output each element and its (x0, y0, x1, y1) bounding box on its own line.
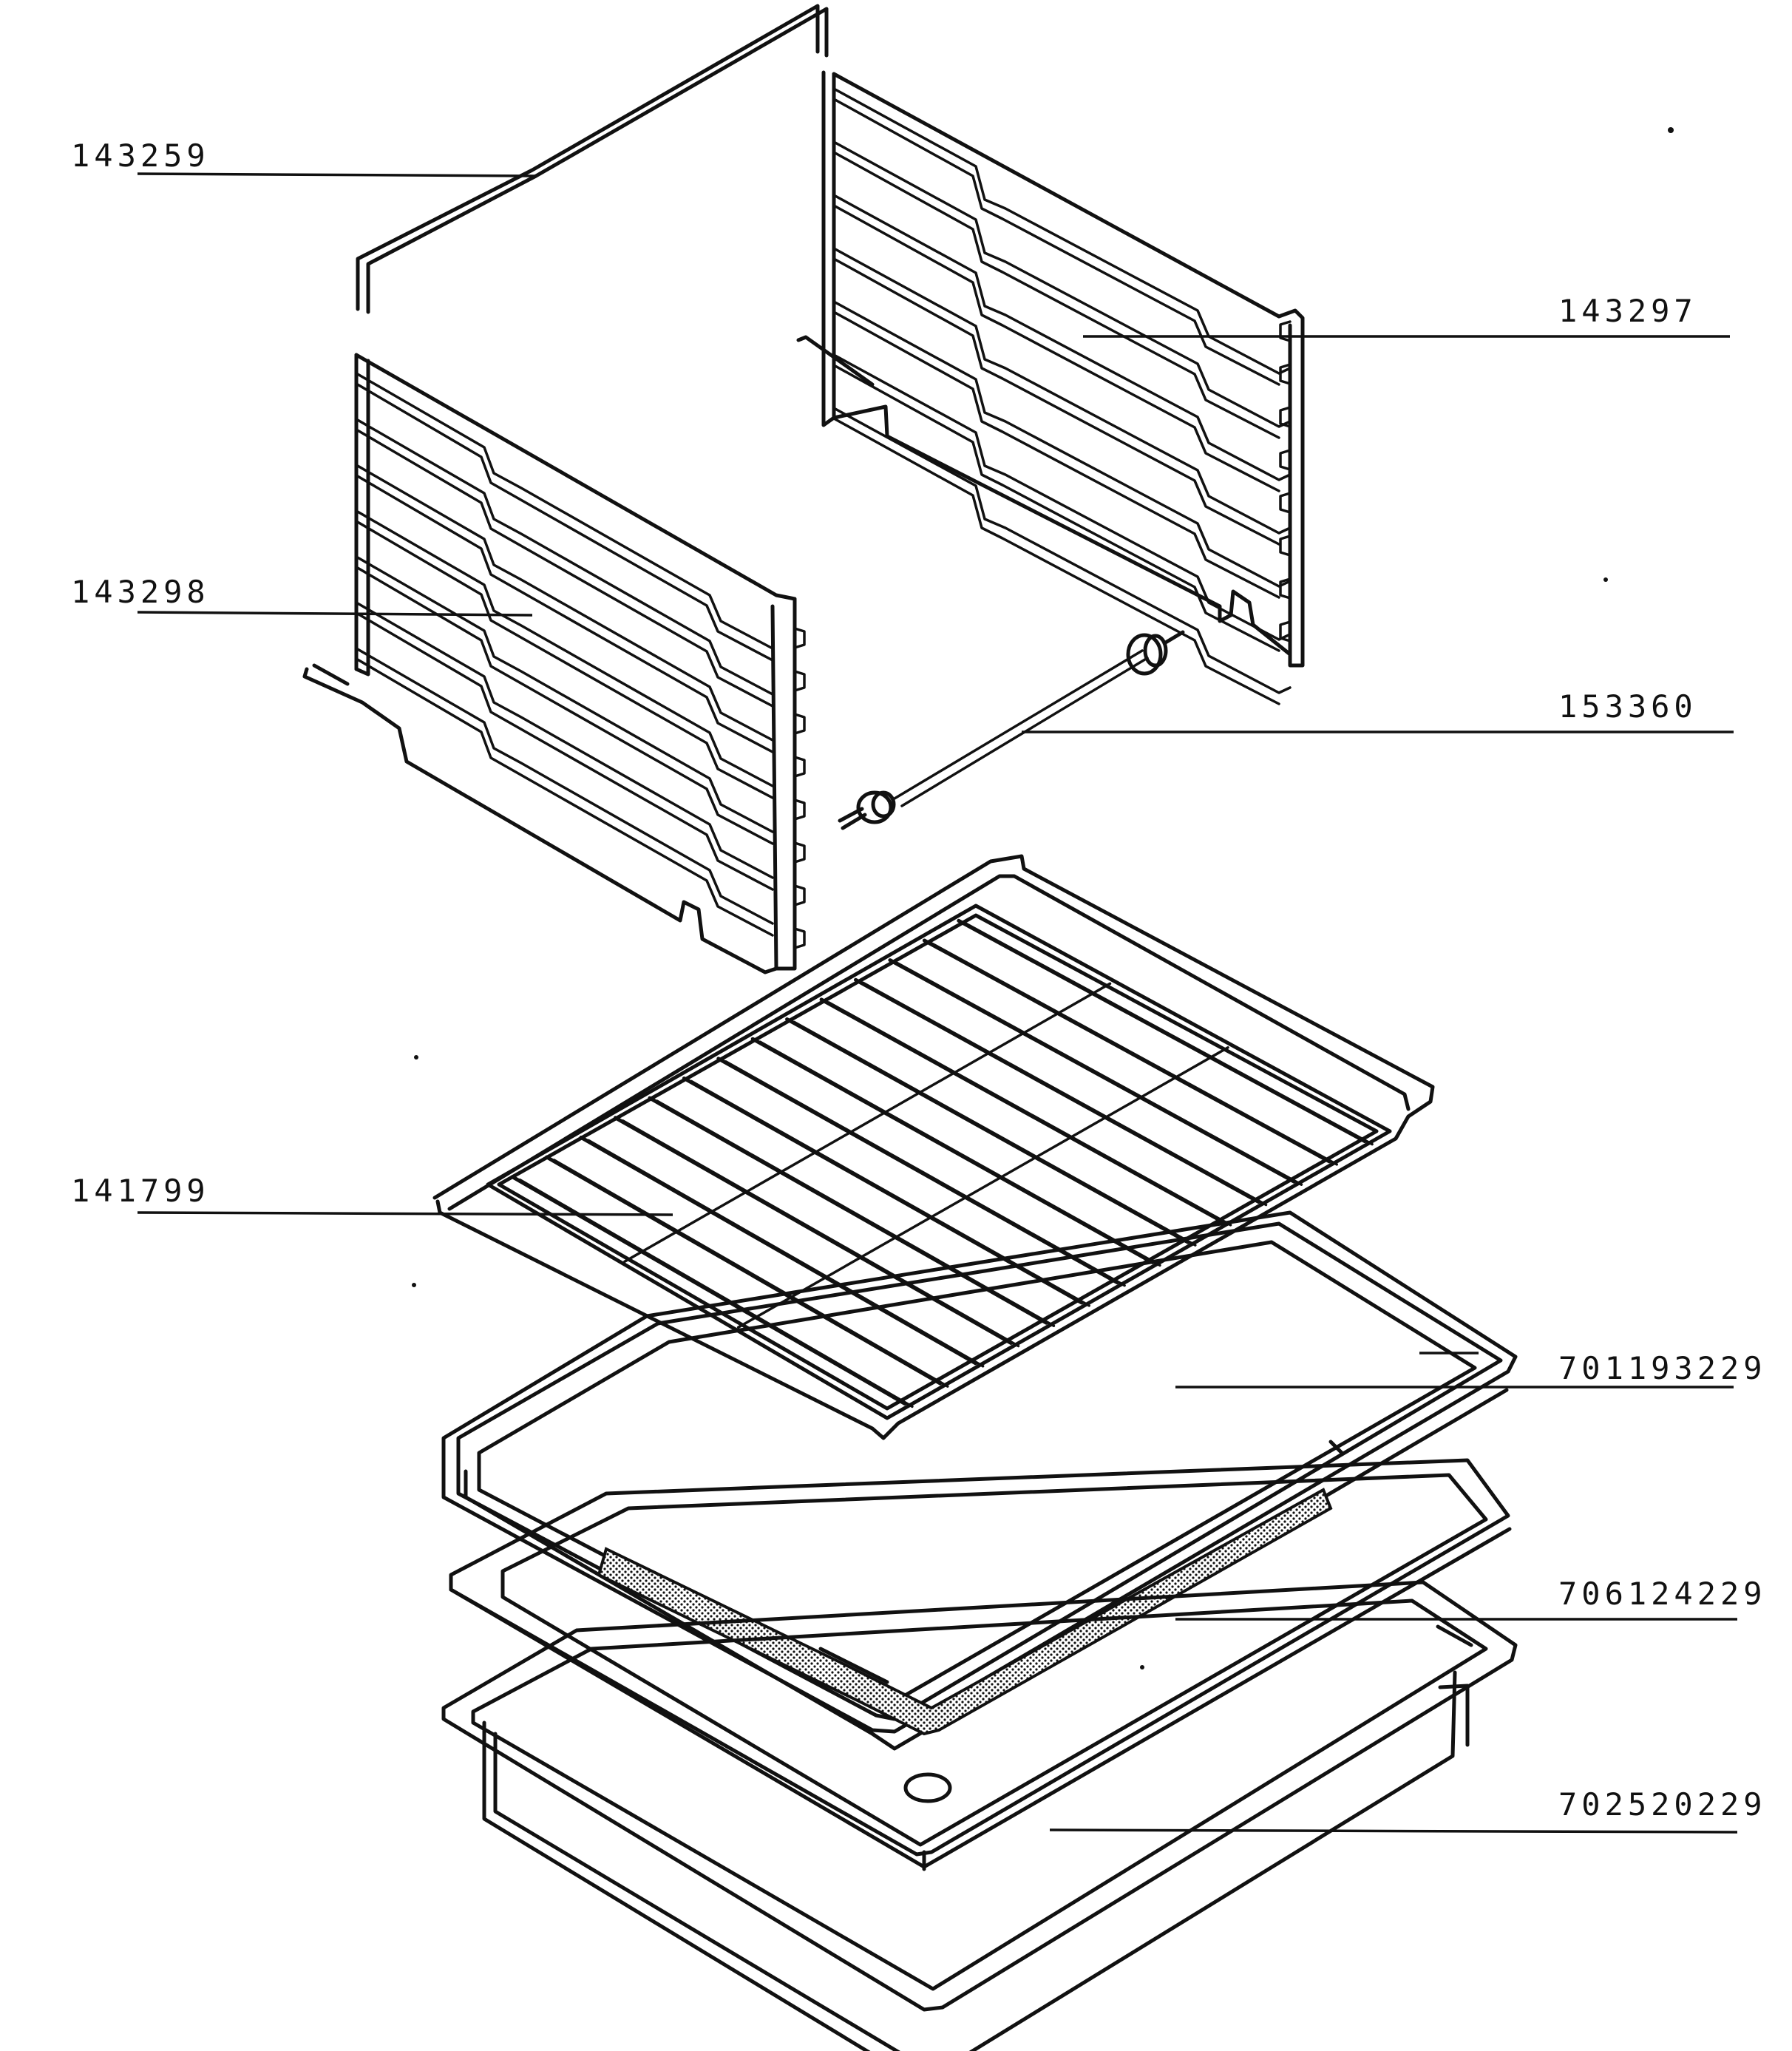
rack-rail (355, 418, 774, 696)
part-label-706124229: 706124229 (1175, 1576, 1767, 1621)
rack-rail (832, 257, 1280, 546)
rack-hook (793, 713, 806, 735)
rack-rail (355, 474, 774, 753)
rack-rail (355, 382, 774, 662)
rack-rail (355, 509, 774, 787)
svg-text:143298: 143298 (71, 574, 210, 610)
shelf-bar (621, 1119, 1020, 1348)
part-label-701193229: 701193229 (1175, 1350, 1767, 1389)
rack-rail (355, 555, 774, 833)
part-label-143259: 143259 (71, 138, 537, 177)
rack-hook (1279, 620, 1292, 643)
shelf-bar (758, 1040, 1161, 1267)
shelf-bar (587, 1139, 985, 1368)
rack-rail (355, 566, 774, 845)
shelf-bar (965, 922, 1374, 1146)
svg-text:702520229: 702520229 (1558, 1786, 1767, 1823)
shelf-bar (930, 942, 1338, 1166)
rotisserie-spit-drawing (838, 630, 1185, 830)
shelf-bar (552, 1159, 949, 1388)
top-rod-drawing (356, 4, 829, 314)
shelf-cross-rod (736, 1046, 1229, 1329)
rack-rail (832, 98, 1280, 386)
rack-rail (355, 428, 774, 708)
rack-rail (832, 364, 1280, 652)
shelf-bar (861, 981, 1268, 1207)
rack-hook (793, 756, 806, 778)
rack-rail (355, 464, 774, 742)
left-side-rack-drawing (302, 353, 806, 974)
svg-text:701193229: 701193229 (1558, 1350, 1767, 1386)
rack-hook (793, 799, 806, 821)
part-label-153360: 153360 (1022, 688, 1734, 733)
scan-specks (412, 127, 1674, 1669)
svg-text:141799: 141799 (71, 1173, 210, 1209)
svg-text:143297: 143297 (1558, 293, 1697, 329)
rack-hook (1279, 449, 1292, 471)
part-label-143298: 143298 (71, 574, 533, 617)
drip-pan-drawing (441, 1580, 1518, 2051)
rack-rail (832, 140, 1292, 428)
rack-rail (832, 87, 1292, 375)
shelf-bar (896, 961, 1303, 1186)
grease-filter-tray-drawing (449, 1440, 1512, 1871)
rack-hook (1279, 535, 1292, 557)
shelf-cross-rod (623, 982, 1112, 1264)
rack-hook (793, 670, 806, 692)
rack-rail (355, 657, 774, 937)
rack-hook (1279, 577, 1292, 600)
rack-hook (793, 841, 806, 864)
part-label-143297: 143297 (1083, 293, 1730, 338)
shelf-bar (690, 1079, 1090, 1307)
shelf-bar (827, 1001, 1232, 1227)
rack-hook (1279, 492, 1292, 514)
rack-rail (832, 194, 1292, 481)
rack-rail (832, 204, 1280, 492)
rack-hook (793, 927, 806, 949)
rack-rail (832, 407, 1292, 694)
svg-text:153360: 153360 (1558, 688, 1697, 725)
svg-text:706124229: 706124229 (1558, 1576, 1767, 1612)
rack-rail (355, 372, 774, 650)
shelf-bar (793, 1020, 1197, 1247)
shelf-bar (518, 1178, 914, 1408)
rack-hook (1279, 406, 1292, 428)
rack-rail (355, 647, 774, 925)
rack-rail (832, 353, 1292, 641)
rack-hook (793, 627, 806, 649)
rack-rail (832, 300, 1292, 588)
part-label-141799: 141799 (71, 1173, 673, 1216)
rack-hook (793, 884, 806, 906)
rack-hook (1279, 320, 1292, 342)
rack-rail (355, 611, 774, 891)
rack-rail (832, 151, 1280, 439)
rack-rail (832, 417, 1280, 705)
part-label-702520229: 702520229 (1049, 1786, 1767, 1834)
rack-rail (832, 311, 1280, 599)
rack-rail (355, 520, 774, 799)
rack-rail (832, 247, 1292, 535)
rack-hook (1279, 363, 1292, 385)
wire-shelf-drawing (432, 854, 1435, 1440)
right-side-rack-drawing (796, 70, 1305, 705)
svg-text:143259: 143259 (71, 138, 210, 174)
rack-rail (355, 601, 774, 879)
